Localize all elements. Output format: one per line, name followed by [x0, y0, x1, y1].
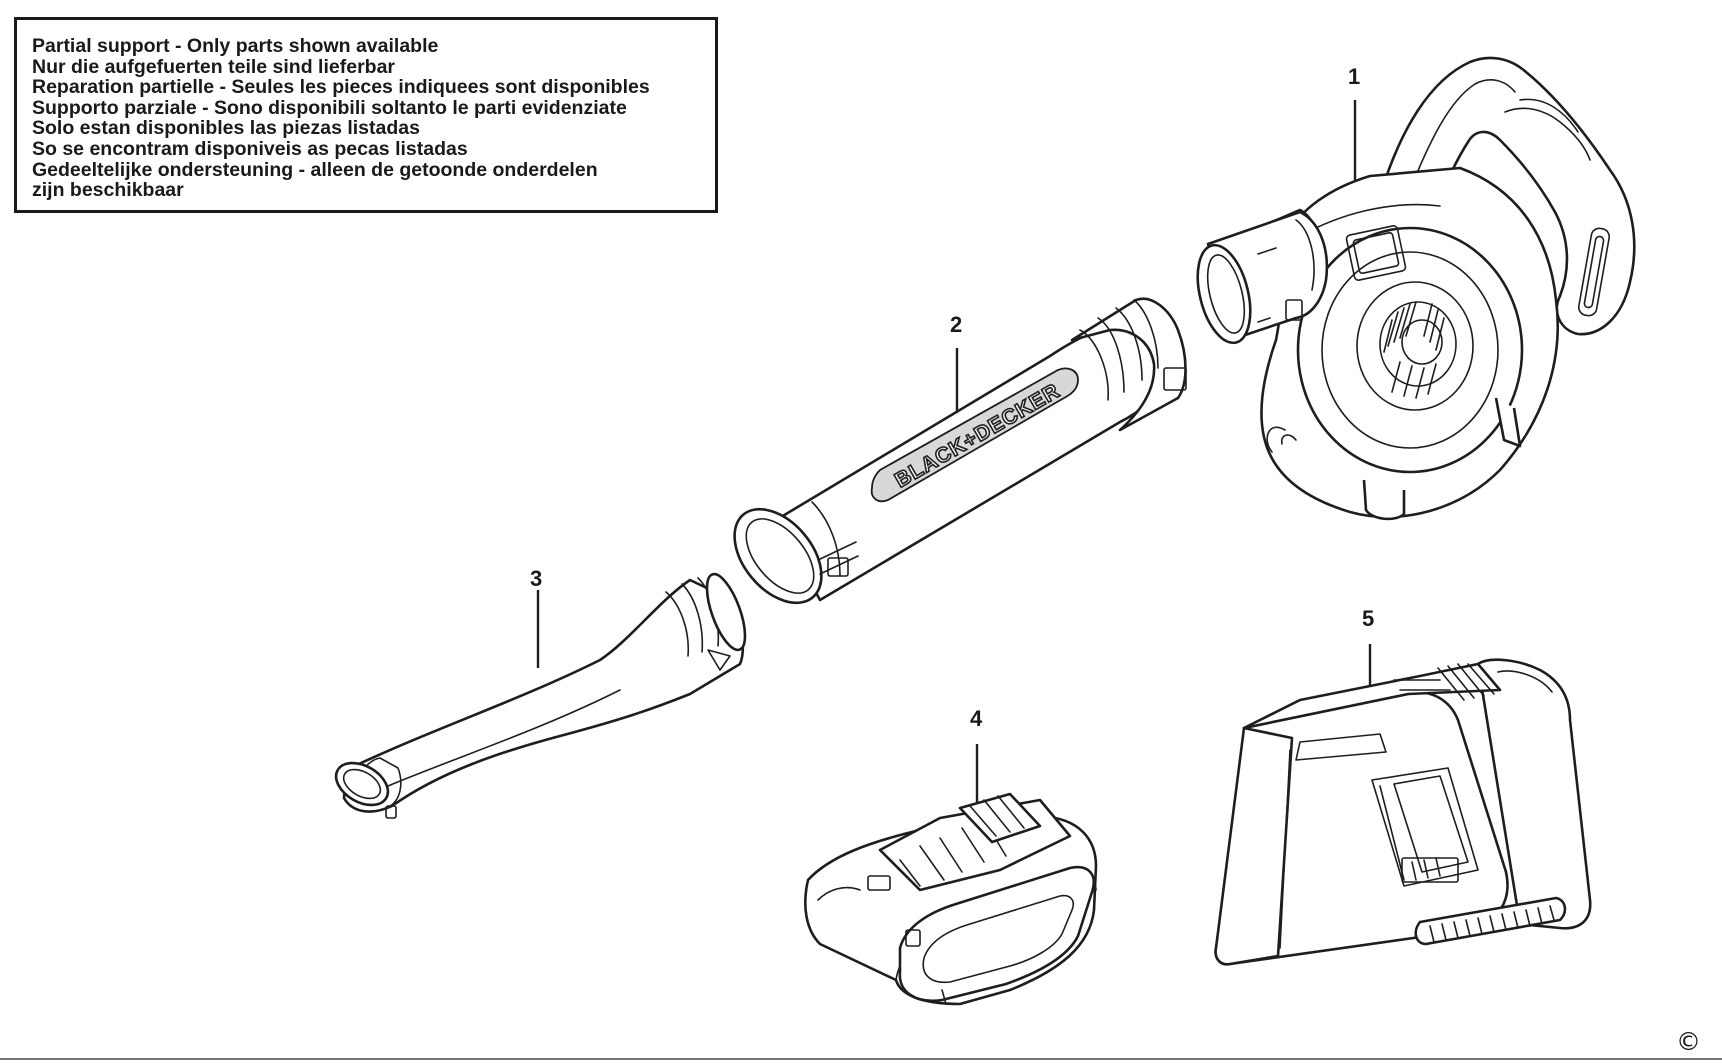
- part-number-5: 5: [1362, 606, 1375, 631]
- notice-line-nl-cont: zijn beschikbaar: [32, 179, 184, 202]
- blower-body-icon: [1196, 56, 1636, 521]
- notice-line-fr: Reparation partielle - Seules les pieces…: [32, 76, 650, 99]
- notice-line-de: Nur die aufgefuerten teile sind lieferba…: [32, 55, 395, 78]
- bottom-rule: [0, 1058, 1722, 1060]
- fan-vents: [1383, 301, 1445, 399]
- notice-line-it: Supporto parziale - Sono disponibili sol…: [32, 96, 627, 119]
- part-number-2: 2: [950, 312, 963, 337]
- nozzle-icon: [334, 572, 747, 819]
- notice-line-pt: So se encontram disponiveis as pecas lis…: [32, 137, 468, 160]
- part-number-1: 1: [1348, 64, 1361, 89]
- battery-pack-icon: [804, 792, 1098, 1006]
- partial-support-notice: Partial support - Only parts shown avail…: [14, 17, 718, 213]
- part-number-3: 3: [530, 566, 543, 591]
- part-number-4: 4: [970, 706, 983, 731]
- notice-line-es: Solo estan disponibles las piezas listad…: [32, 117, 420, 140]
- notice-line-nl: Gedeeltelijke ondersteuning - alleen de …: [32, 158, 598, 181]
- charger-icon: [1214, 658, 1592, 966]
- blower-tube-icon: BLACK+DECKER: [733, 297, 1187, 605]
- charger-vent-slots: [1437, 663, 1495, 701]
- notice-line-en: Partial support - Only parts shown avail…: [32, 35, 439, 57]
- copyright-mark: ©: [1676, 1027, 1701, 1056]
